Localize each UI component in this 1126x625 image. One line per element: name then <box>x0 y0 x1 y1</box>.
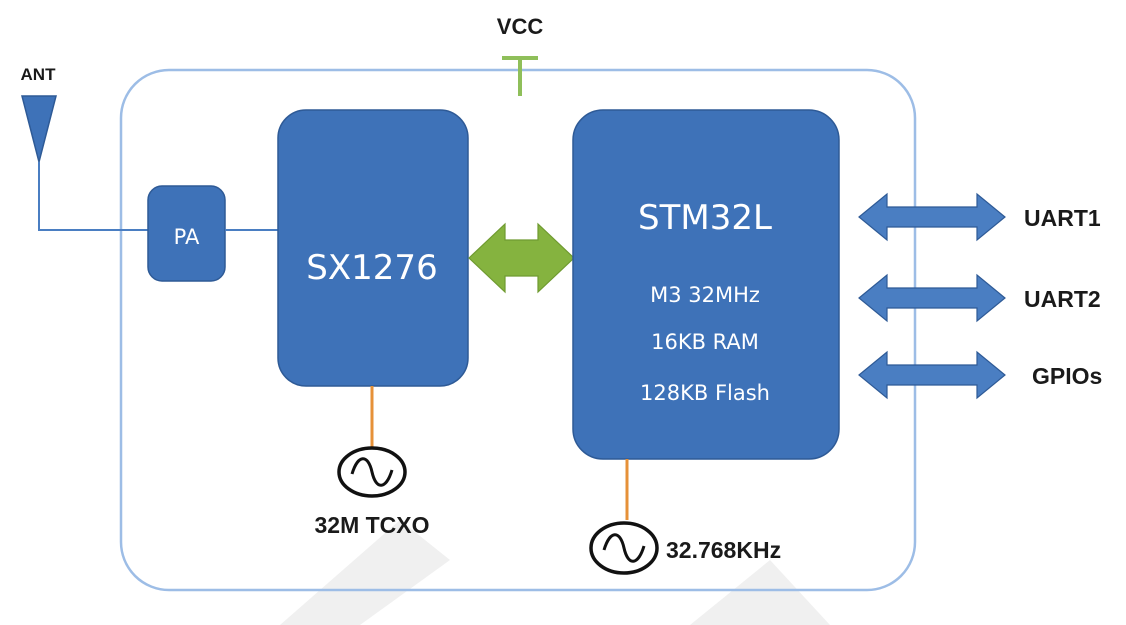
ant-label: ANT <box>21 65 57 84</box>
vcc-symbol <box>502 56 538 96</box>
gpios-arrow <box>858 350 1006 400</box>
uart2-arrow <box>858 273 1006 323</box>
crystal-label: 32.768KHz <box>666 537 781 563</box>
tcxo-oscillator-icon <box>337 446 407 498</box>
watermark-shape-right <box>690 560 830 625</box>
watermark <box>280 520 830 625</box>
sx1276-label: SX1276 <box>306 248 437 288</box>
antenna-feed-line <box>38 162 148 231</box>
pa-block <box>147 185 226 282</box>
stm-spec-cpu: M3 32MHz <box>650 283 760 307</box>
antenna-icon <box>21 95 57 163</box>
stm-spec-ram: 16KB RAM <box>651 330 759 354</box>
stm32l-label: STM32L <box>638 198 772 238</box>
watermark-shape-left <box>280 520 450 625</box>
bus-arrow <box>468 222 575 294</box>
stm32l-block <box>572 109 840 460</box>
gpios-label: GPIOs <box>1032 363 1102 389</box>
uart2-label: UART2 <box>1024 286 1101 312</box>
uart1-arrow <box>858 192 1006 242</box>
pa-label: PA <box>174 225 200 249</box>
stm-spec-flash: 128KB Flash <box>640 381 770 405</box>
crystal-oscillator-icon <box>589 521 659 575</box>
vcc-label: VCC <box>497 14 544 39</box>
tcxo-label: 32M TCXO <box>314 512 429 538</box>
uart1-label: UART1 <box>1024 205 1101 231</box>
